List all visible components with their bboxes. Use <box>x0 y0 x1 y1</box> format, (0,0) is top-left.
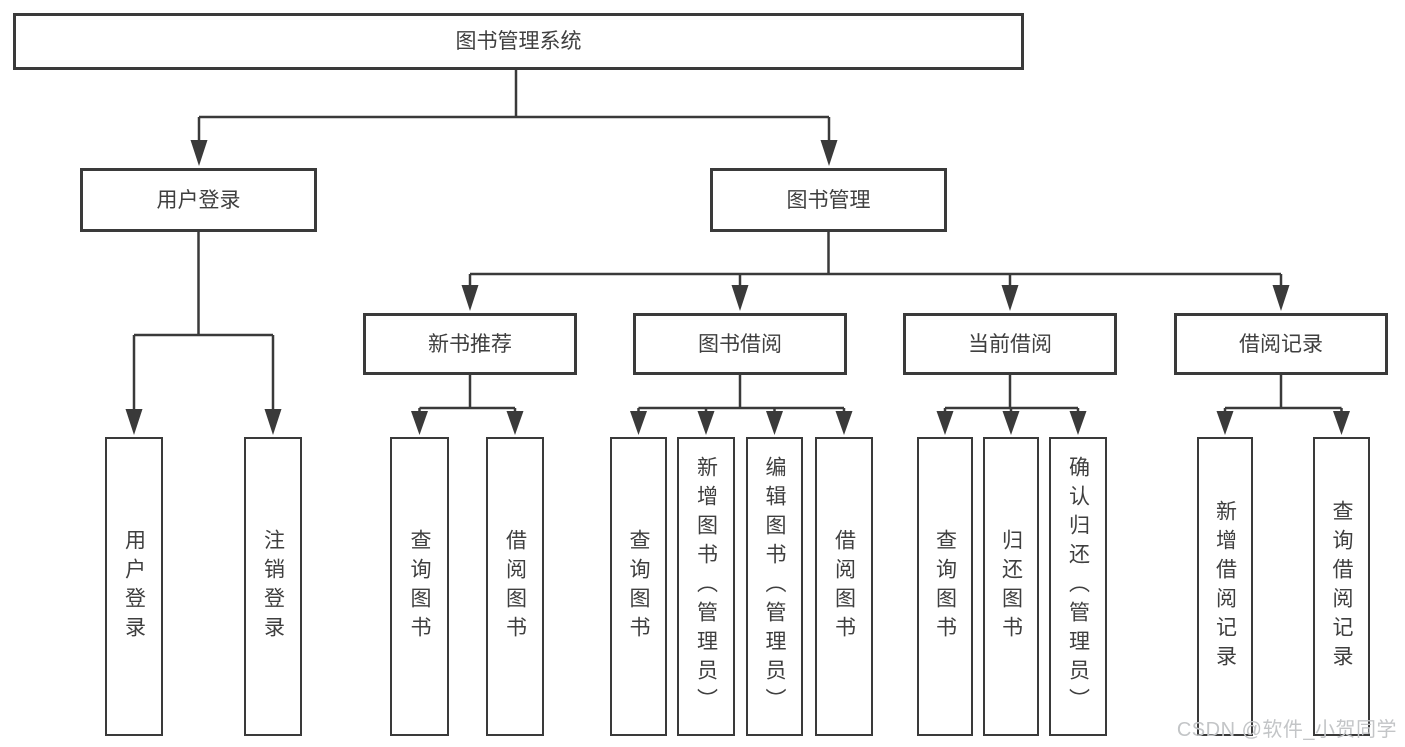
arrowhead-icon <box>1001 285 1019 311</box>
connector-borrow-records <box>1223 375 1343 414</box>
arrowhead-icon <box>766 411 783 435</box>
leaf-current-confirm: 确认归还（管理员） <box>1049 437 1107 736</box>
arrowhead-icon <box>936 411 954 435</box>
arrowhead-icon <box>506 411 524 435</box>
arrowhead-icon <box>1069 411 1087 435</box>
arrowhead-icon <box>697 411 715 435</box>
leaf-current-return: 归还图书 <box>983 437 1039 736</box>
node-book-borrow: 图书借阅 <box>633 313 847 375</box>
connector-root <box>197 70 831 145</box>
node-borrow-records: 借阅记录 <box>1174 313 1388 375</box>
arrowhead-icon <box>1002 411 1020 435</box>
arrowhead-icon <box>731 285 749 311</box>
arrowhead-icon <box>1216 411 1234 435</box>
connector-user-login <box>132 232 275 414</box>
node-root: 图书管理系统 <box>13 13 1024 70</box>
arrowhead-icon <box>264 409 282 435</box>
arrowhead-icon <box>125 409 143 435</box>
leaf-newbook-borrow: 借阅图书 <box>486 437 544 736</box>
arrowhead-icon <box>190 140 208 166</box>
arrowhead-icon <box>461 285 479 311</box>
node-current-borrow: 当前借阅 <box>903 313 1117 375</box>
arrowhead-icon <box>835 411 853 435</box>
arrowhead-icon <box>630 411 647 435</box>
arrowhead-icon <box>1272 285 1290 311</box>
leaf-borrow-edit: 编辑图书（管理员） <box>746 437 803 736</box>
arrowhead-icon <box>411 411 428 435</box>
leaf-borrow-query: 查询图书 <box>610 437 667 736</box>
leaf-newbook-query: 查询图书 <box>390 437 449 736</box>
leaf-logout: 注销登录 <box>244 437 302 736</box>
watermark: CSDN @软件_小贺同学 <box>1176 719 1397 741</box>
node-new-book: 新书推荐 <box>363 313 577 375</box>
connector-new-book <box>418 375 517 414</box>
leaf-borrow-borrow: 借阅图书 <box>815 437 873 736</box>
connector-book-mgmt <box>468 232 1283 290</box>
connector-current-borrow <box>943 375 1080 414</box>
connector-book-borrow <box>637 375 846 414</box>
node-book-mgmt: 图书管理 <box>710 168 947 232</box>
leaf-records-add: 新增借阅记录 <box>1197 437 1253 736</box>
arrowhead-icon <box>1333 411 1350 435</box>
leaf-current-query: 查询图书 <box>917 437 973 736</box>
leaf-records-query: 查询借阅记录 <box>1313 437 1370 736</box>
node-user-login: 用户登录 <box>80 168 317 232</box>
arrowhead-icon <box>820 140 838 166</box>
arrowheads <box>125 140 1350 435</box>
leaf-user-login: 用户登录 <box>105 437 163 736</box>
leaf-borrow-add: 新增图书（管理员） <box>677 437 735 736</box>
